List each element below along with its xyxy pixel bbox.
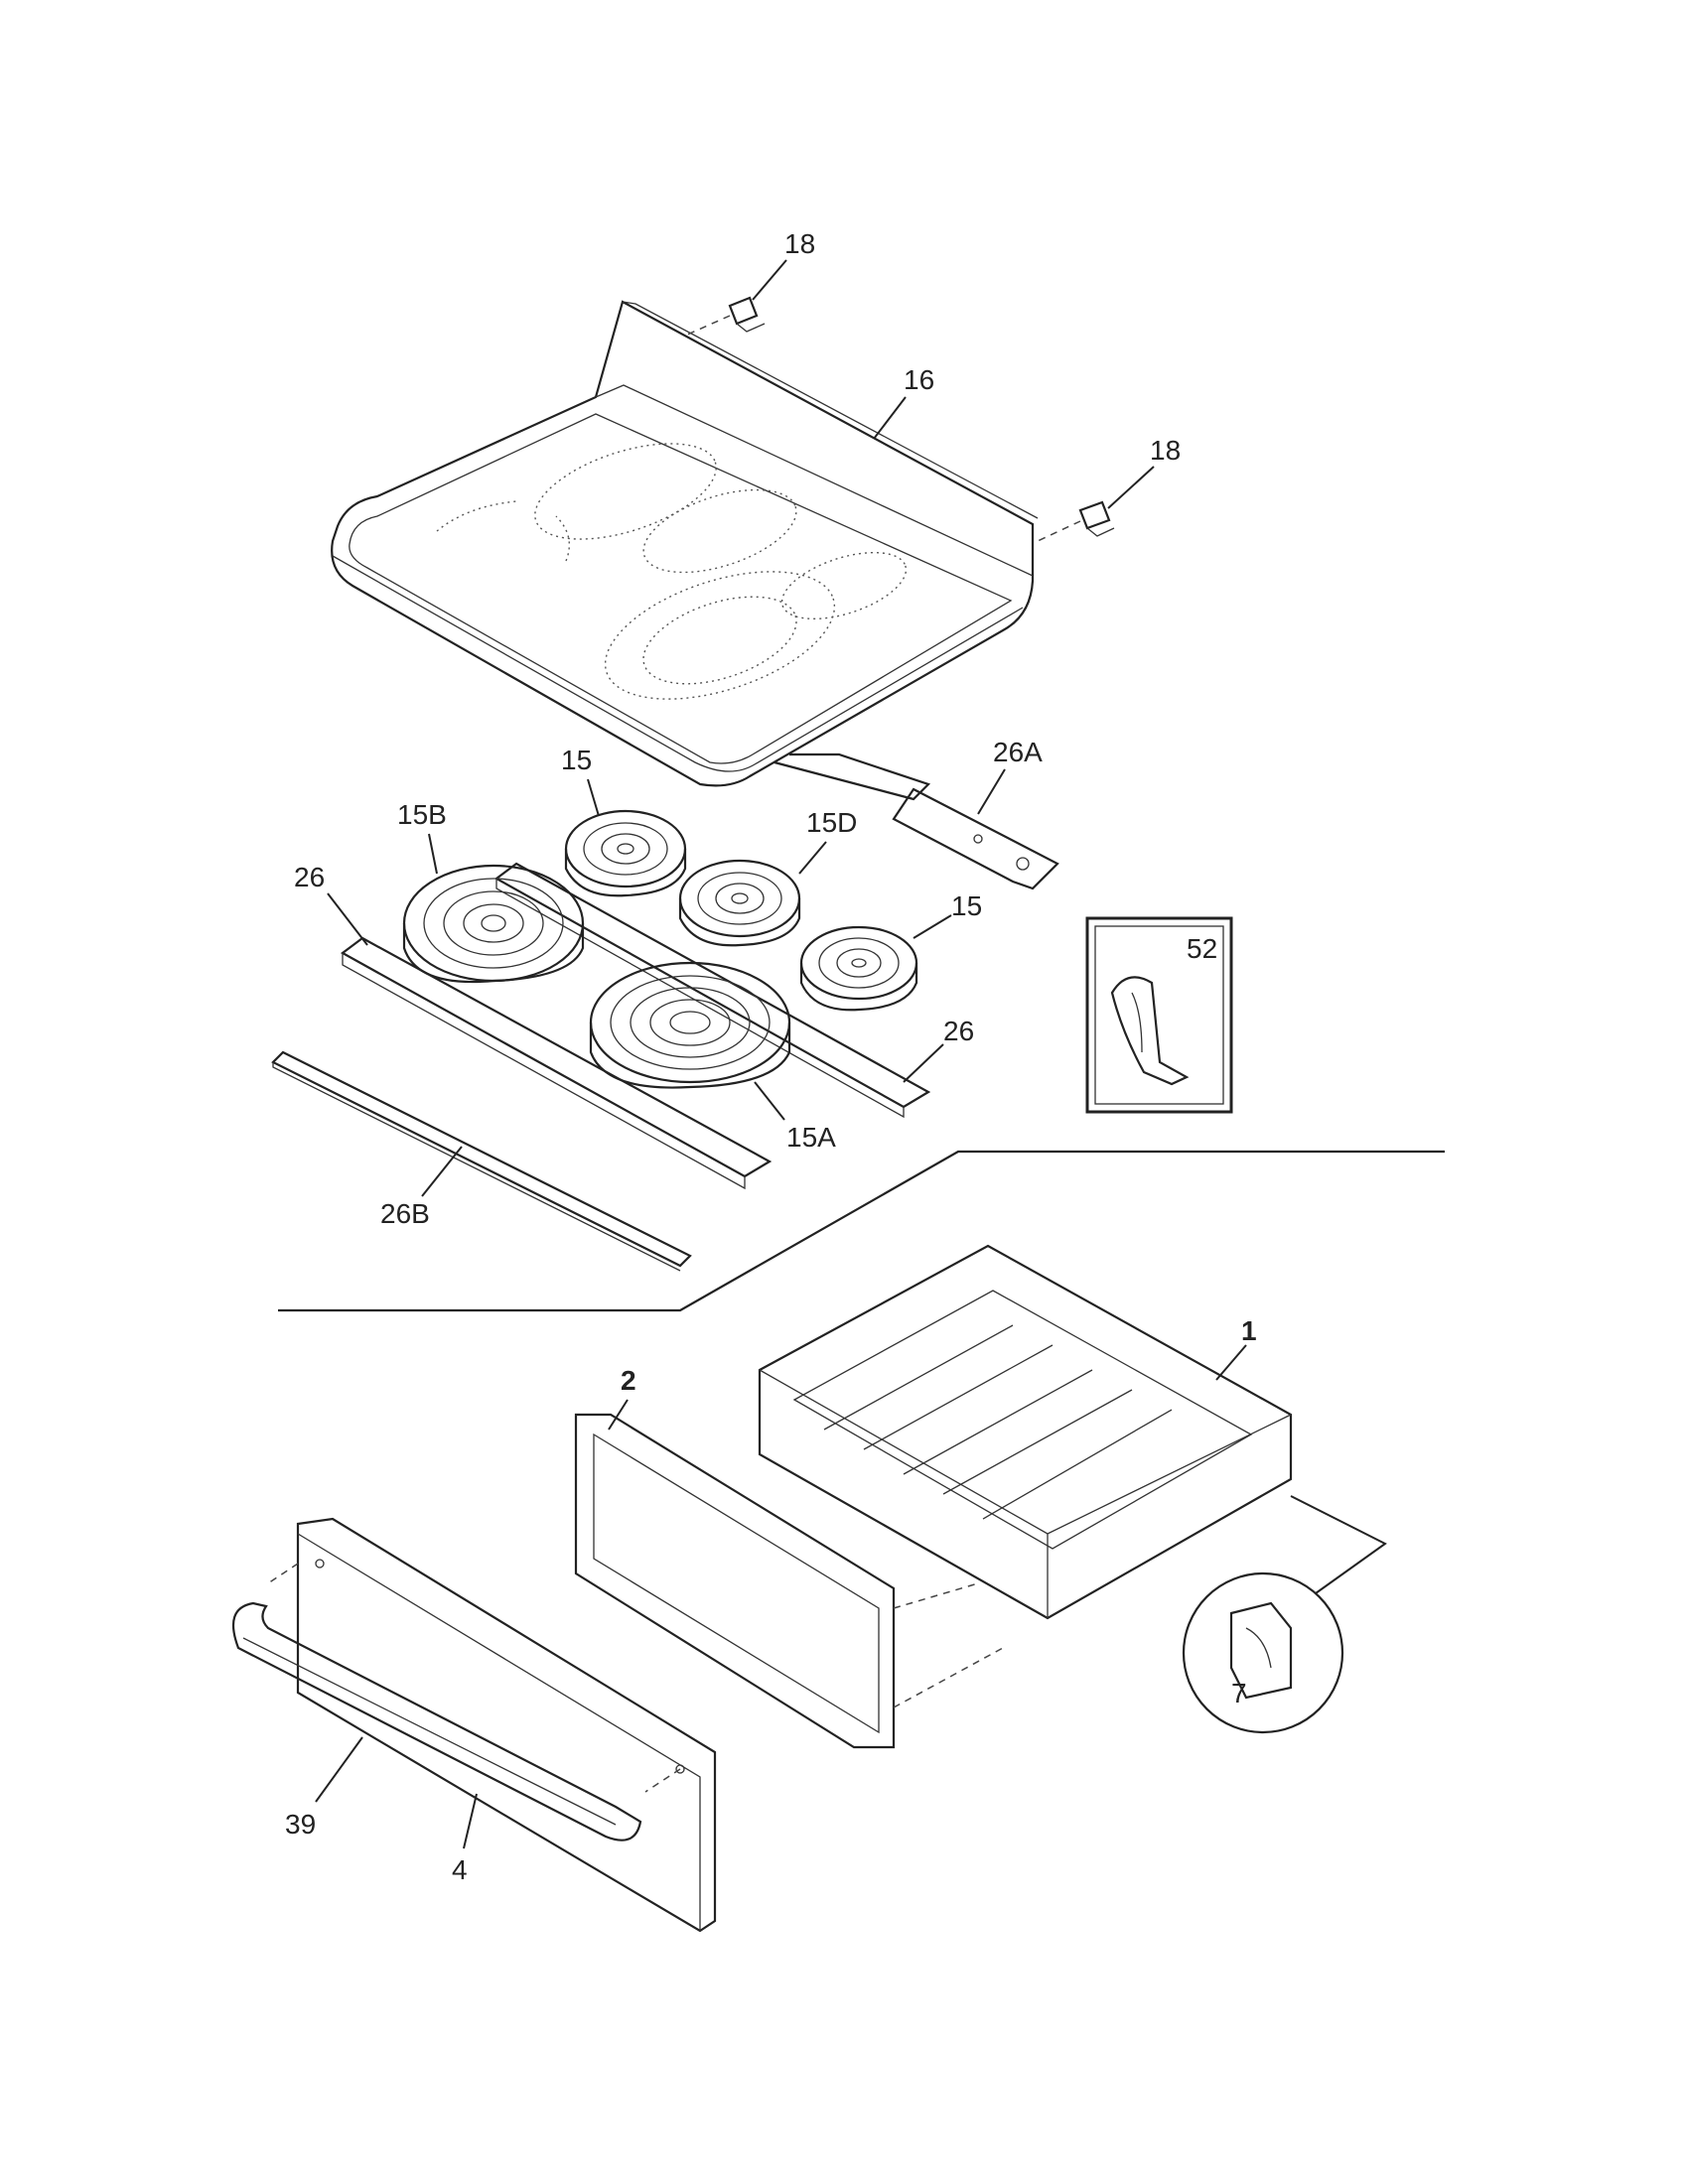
callout-handle: 39 — [285, 1809, 316, 1840]
drawer-body-part — [758, 1244, 1293, 1620]
callout-drawer-front: 4 — [452, 1854, 468, 1885]
callout-cooktop: 16 — [904, 364, 934, 395]
callout-element-rear-right: 15D — [806, 807, 857, 838]
callout-drawer-body: 1 — [1241, 1315, 1257, 1346]
callout-harness: 26A — [993, 737, 1043, 767]
clip-right-part — [1037, 500, 1115, 542]
drawer-front-part — [267, 1517, 717, 1933]
rail-rear-part — [493, 862, 931, 1119]
callout-clip-right: 18 — [1150, 435, 1181, 466]
callout-roller: 7 — [1231, 1678, 1247, 1708]
element-large-left-part — [402, 864, 585, 984]
section-divider — [278, 1150, 1445, 1312]
callout-rail-left: 26 — [294, 862, 325, 892]
drawer-panel-part — [574, 1413, 1004, 1749]
roller-part — [1182, 1495, 1387, 1734]
clip-top-part — [684, 296, 766, 337]
callout-clip-top: 18 — [784, 228, 815, 259]
element-rear-left-part — [564, 809, 687, 897]
handle-part — [231, 1601, 642, 1842]
callout-element-large-left: 15B — [397, 799, 447, 830]
callout-element-large-front: 15A — [786, 1122, 836, 1153]
callout-drawer-panel: 2 — [621, 1365, 636, 1396]
callout-trim-strip: 26B — [380, 1198, 430, 1229]
rail-front-part — [340, 936, 773, 1190]
trim-strip-part — [271, 1050, 692, 1272]
element-large-front-part — [589, 961, 791, 1089]
harness-part — [774, 752, 1059, 890]
callout-inset-part: 52 — [1187, 933, 1217, 964]
callout-element-rear-left: 15 — [561, 745, 592, 775]
callouts: 18 18 16 26A 15 15B 15D 15 26 26 15A 26B… — [285, 228, 1257, 1885]
callout-rail-right: 26 — [943, 1016, 974, 1046]
element-small-right-part — [799, 925, 918, 1012]
callout-element-small-right: 15 — [951, 890, 982, 921]
element-rear-right-part — [678, 859, 801, 947]
inset-box — [1085, 916, 1233, 1114]
